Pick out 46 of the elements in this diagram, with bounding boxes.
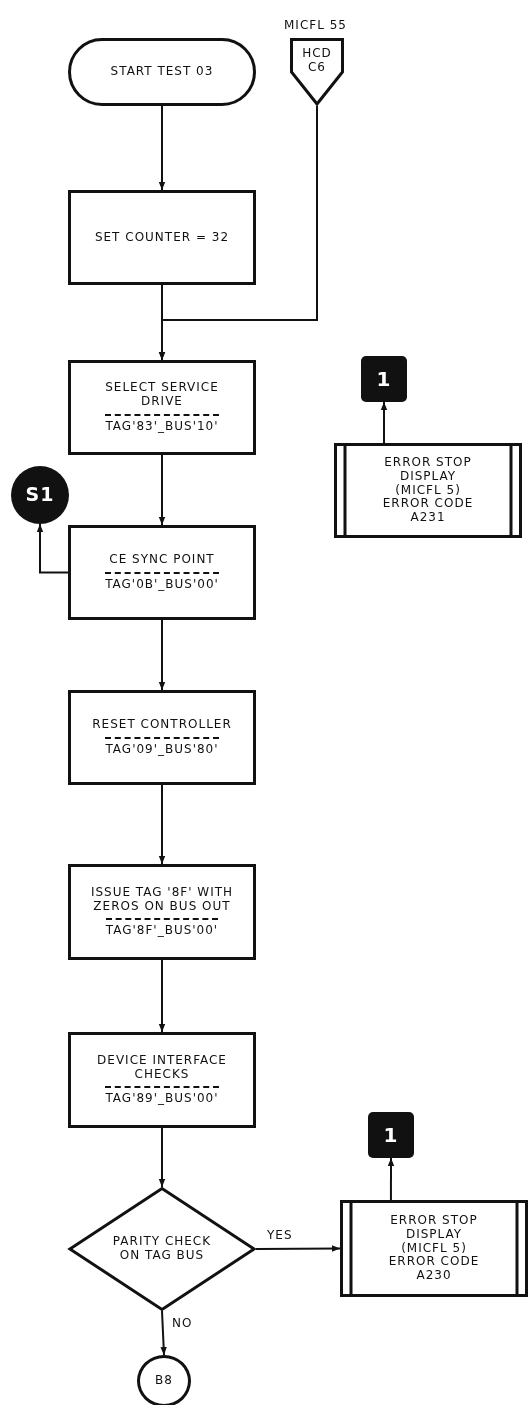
arrow bbox=[158, 784, 166, 865]
node-text: ERROR STOP DISPLAY (MICFL 5) ERROR CODE A231 bbox=[381, 456, 475, 525]
predefined-process-box bbox=[334, 443, 522, 538]
process-box bbox=[68, 360, 256, 455]
node-text: ISSUE TAG '8F' WITH ZEROS ON BUS OUT bbox=[89, 885, 235, 914]
process-box bbox=[68, 1032, 256, 1128]
node-text: HCD C6 bbox=[301, 47, 333, 75]
tag-bus-text: TAG'8F'_BUS'00' bbox=[105, 918, 219, 939]
node-text: START TEST 03 bbox=[110, 65, 214, 79]
node-text: CE SYNC POINT bbox=[109, 553, 215, 567]
node-text: SET COUNTER = 32 bbox=[94, 230, 230, 245]
node-text: PARITY CHECK ON TAG BUS bbox=[111, 1235, 213, 1263]
arrow bbox=[380, 401, 388, 444]
node-text: 1 bbox=[383, 1123, 399, 1147]
arrow bbox=[158, 959, 166, 1033]
arrow bbox=[158, 105, 318, 361]
process-box bbox=[68, 525, 256, 620]
process-box bbox=[68, 190, 256, 285]
decision-diamond bbox=[68, 1187, 256, 1311]
tag-bus-text: TAG'0B'_BUS'00' bbox=[105, 572, 219, 592]
reference-marker bbox=[368, 1112, 414, 1158]
node-text: S1 bbox=[25, 484, 55, 506]
node-text: ERROR STOP DISPLAY (MICFL 5) ERROR CODE A230 bbox=[387, 1214, 481, 1283]
arrow bbox=[158, 619, 166, 691]
tag-bus-text: TAG'83'_BUS'10' bbox=[105, 413, 219, 434]
node-text: B8 bbox=[155, 1374, 173, 1388]
arrow bbox=[387, 1157, 395, 1201]
node-text: RESET CONTROLLER bbox=[92, 718, 232, 732]
node-text: SELECT SERVICE DRIVE bbox=[104, 381, 220, 409]
arrow bbox=[36, 523, 69, 574]
reference-marker bbox=[361, 356, 407, 402]
arrow bbox=[158, 1127, 166, 1188]
predefined-process-box bbox=[340, 1200, 528, 1297]
arrow bbox=[158, 454, 166, 526]
tag-bus-text: TAG'09'_BUS'80' bbox=[105, 737, 219, 757]
node-text: DEVICE INTERFACE CHECKS bbox=[96, 1053, 228, 1082]
arrow bbox=[160, 1310, 167, 1356]
connector-circle bbox=[137, 1355, 191, 1405]
tag-bus-text: TAG'89'_BUS'00' bbox=[105, 1086, 219, 1107]
connector-circle bbox=[11, 466, 69, 524]
connector-label: MICFL 55 bbox=[284, 19, 347, 33]
node-text: 1 bbox=[376, 367, 392, 391]
arrow bbox=[255, 1245, 341, 1252]
process-box bbox=[68, 690, 256, 785]
arrow bbox=[158, 105, 166, 191]
process-box bbox=[68, 864, 256, 960]
